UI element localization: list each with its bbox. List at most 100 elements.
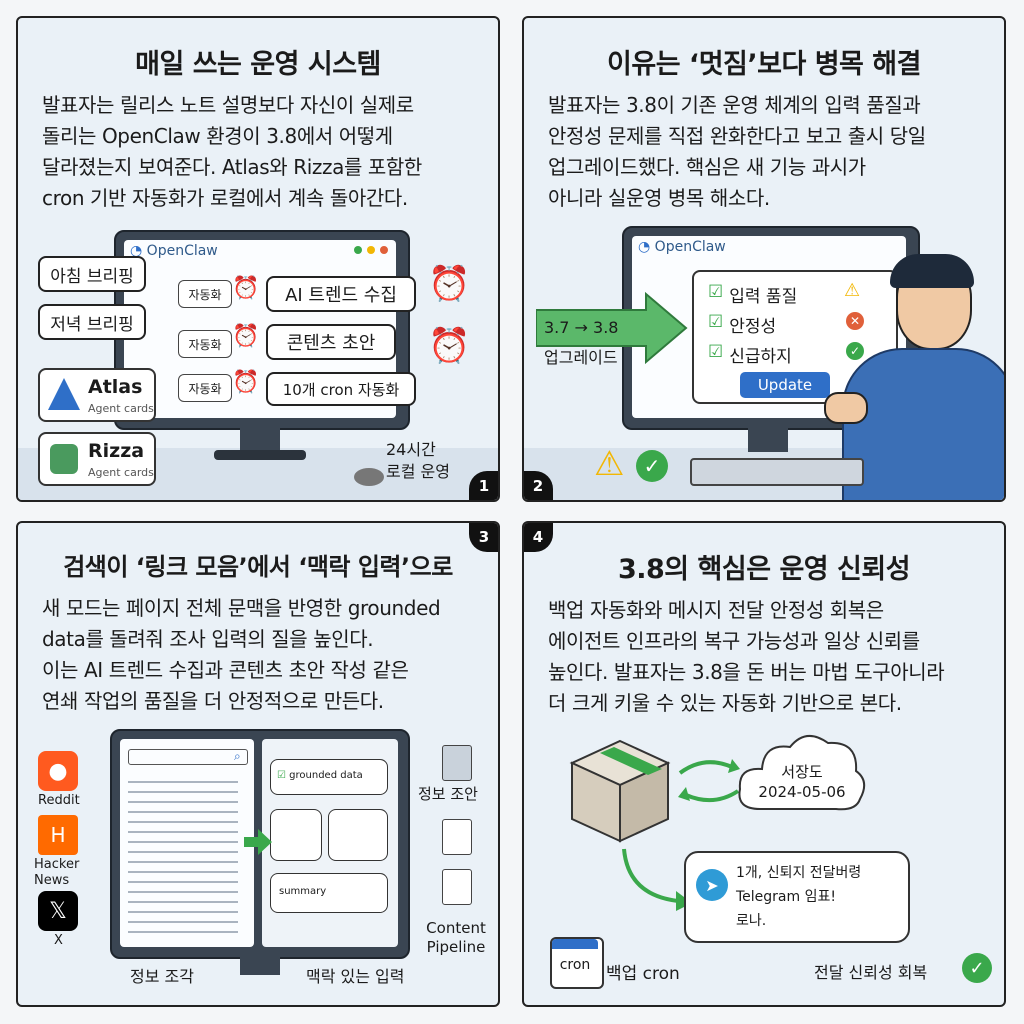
right-label: Content Pipeline xyxy=(426,919,486,956)
person-body xyxy=(842,348,1004,500)
x-logo-icon: 𝕏 xyxy=(38,891,78,931)
monitor-stand xyxy=(748,426,788,452)
document-icon xyxy=(442,819,472,855)
task-bubble: 10개 cron 자동화 xyxy=(266,372,416,406)
update-button[interactable]: Update xyxy=(740,372,830,398)
window-dot-icon xyxy=(354,246,362,254)
checkbox-checked-icon: ☑ xyxy=(708,342,724,362)
panel-2: 이유는 ‘멋짐’보다 병목 해결 발표자는 3.8이 기존 운영 체계의 입력 … xyxy=(522,16,1006,502)
person-hair xyxy=(890,254,974,288)
document-icon xyxy=(442,745,472,781)
alarm-clock-icon: ⏰ xyxy=(232,276,260,301)
checklist-card: ☑ 입력 품질 ☑ 안정성 ☑ 신급하지 ⚠ ✕ ✓ Update xyxy=(692,270,898,404)
warning-icon: ⚠ xyxy=(844,280,861,301)
document-card xyxy=(270,809,322,861)
task-bubble: AI 트렌드 수집 xyxy=(266,276,416,312)
alarm-clock-icon: ⏰ xyxy=(428,326,471,366)
success-icon: ✓ xyxy=(962,953,992,983)
panel-title: 검색이 ‘링크 모음’에서 ‘맥락 입력’으로 xyxy=(63,553,453,581)
window-dot-icon xyxy=(380,246,388,254)
checkbox-checked-icon: ☑ xyxy=(708,282,724,302)
reddit-icon: ● xyxy=(38,751,78,791)
checklist-item: ☑ 신급하지 xyxy=(708,342,792,367)
evening-briefing-bubble: 저녁 브리핑 xyxy=(38,304,146,340)
checkbox-checked-icon: ☑ xyxy=(708,312,724,332)
alarm-clock-icon: ⏰ xyxy=(232,370,260,395)
task-bubble: 콘텐츠 초안 xyxy=(266,324,396,360)
automation-tag: 자동화 xyxy=(178,330,232,358)
app-title: ◔ OpenClaw xyxy=(638,239,726,255)
checklist-item: ☑ 입력 품질 xyxy=(708,282,798,307)
automation-tag: 자동화 xyxy=(178,374,232,402)
document-icon xyxy=(442,869,472,905)
panel-title: 매일 쓰는 운영 시스템 xyxy=(135,49,381,80)
telegram-message-bubble: ➤ 1개, 신퇴지 전달버령 Telegram 임표! 로나. xyxy=(684,851,910,943)
panel-number: 3 xyxy=(469,523,498,552)
backup-box-icon xyxy=(569,739,671,843)
panel-body: 새 모드는 페이지 전체 문맥을 반영한 grounded data를 돌려줘 … xyxy=(42,596,441,713)
panel-title: 이유는 ‘멋짐’보다 병목 해결 xyxy=(607,49,921,80)
error-icon: ✕ xyxy=(846,312,864,330)
cloud-text: 서장도 xyxy=(781,763,823,781)
app-title: ◔ OpenClaw xyxy=(130,243,218,259)
search-input[interactable] xyxy=(128,749,248,765)
panel-number: 1 xyxy=(469,471,498,500)
atlas-logo-icon xyxy=(48,378,80,410)
note-local: 로컬 운영 xyxy=(386,462,450,481)
panel-body: 백업 자동화와 메시지 전달 안정성 회복은 에이전트 인프라의 복구 가능성과… xyxy=(548,598,945,715)
mouse-icon xyxy=(354,468,384,486)
telegram-icon: ➤ xyxy=(696,869,728,901)
search-icon: ⌕ xyxy=(234,749,241,763)
pointing-hand xyxy=(824,392,868,424)
cloud-icon xyxy=(738,735,866,811)
upgrade-label: 업그레이드 xyxy=(544,348,618,367)
checklist-item: ☑ 안정성 xyxy=(708,312,777,337)
alarm-clock-icon: ⏰ xyxy=(232,324,260,349)
summary-card: summary xyxy=(270,873,388,913)
panel-1: 매일 쓰는 운영 시스템 발표자는 릴리스 노트 설명보다 자신이 실제로 돌리… xyxy=(16,16,500,502)
panel-title: 3.8의 핵심은 운영 신뢰성 xyxy=(617,554,911,585)
context-page: ☑ grounded data summary xyxy=(262,739,398,947)
monitor-base xyxy=(214,450,306,460)
panel-4: 3.8의 핵심은 운영 신뢰성 백업 자동화와 메시지 전달 안정성 회복은 에… xyxy=(522,521,1006,1007)
success-icon: ✓ xyxy=(636,450,668,482)
window-dot-icon xyxy=(367,246,375,254)
telegram-text: 1개, 신퇴지 전달버령 Telegram 임표! 로나. xyxy=(736,865,862,929)
flow-arrow-icon xyxy=(244,829,272,855)
calendar-icon: cron xyxy=(550,937,604,989)
grounded-data-card: ☑ grounded data xyxy=(270,759,388,795)
warning-icon: ⚠ xyxy=(594,444,625,484)
version-label: 3.7 → 3.8 xyxy=(544,318,619,337)
right-label: 정보 조안 xyxy=(418,785,478,803)
keyboard xyxy=(690,458,864,486)
monitor-stand xyxy=(240,955,280,975)
bottom-label: 정보 조각 xyxy=(130,967,194,986)
panel-number: 2 xyxy=(524,471,553,500)
panel-3: 검색이 ‘링크 모음’에서 ‘맥락 입력’으로 새 모드는 페이지 전체 문맥을… xyxy=(16,521,500,1007)
panel-body: 발표자는 3.8이 기존 운영 체계의 입력 품질과 안정성 문제를 직접 완화… xyxy=(548,93,926,210)
page-text-lines xyxy=(128,773,238,941)
automation-tag: 자동화 xyxy=(178,280,232,308)
backup-cron-label: 백업 cron xyxy=(606,964,680,984)
success-icon: ✓ xyxy=(846,342,864,360)
agent-card-rizza: Rizza Agent cards xyxy=(38,432,156,486)
source-label: Reddit xyxy=(38,793,80,808)
note-24h: 24시간 xyxy=(386,440,436,459)
alarm-clock-icon: ⏰ xyxy=(428,264,471,304)
document-card xyxy=(328,809,388,861)
source-label: X xyxy=(54,933,63,948)
openclaw-logo-icon: ◔ xyxy=(638,239,651,255)
status-label: 전달 신뢰성 회복 xyxy=(814,963,928,982)
sync-arrows-icon xyxy=(678,759,740,803)
robot-icon xyxy=(50,444,78,474)
checkbox-checked-icon: ☑ xyxy=(277,770,286,781)
openclaw-logo-icon: ◔ xyxy=(130,243,143,259)
panel-body: 발표자는 릴리스 노트 설명보다 자신이 실제로 돌리는 OpenClaw 환경… xyxy=(42,93,422,210)
upgrade-arrow-icon xyxy=(536,291,688,365)
cloud-text: 2024-05-06 xyxy=(758,783,846,801)
agent-card-atlas: Atlas Agent cards xyxy=(38,368,156,422)
hacker-news-icon: H xyxy=(38,815,78,855)
source-page: ⌕ xyxy=(120,739,254,947)
monitor-stand xyxy=(240,426,280,452)
window-controls xyxy=(354,246,388,254)
